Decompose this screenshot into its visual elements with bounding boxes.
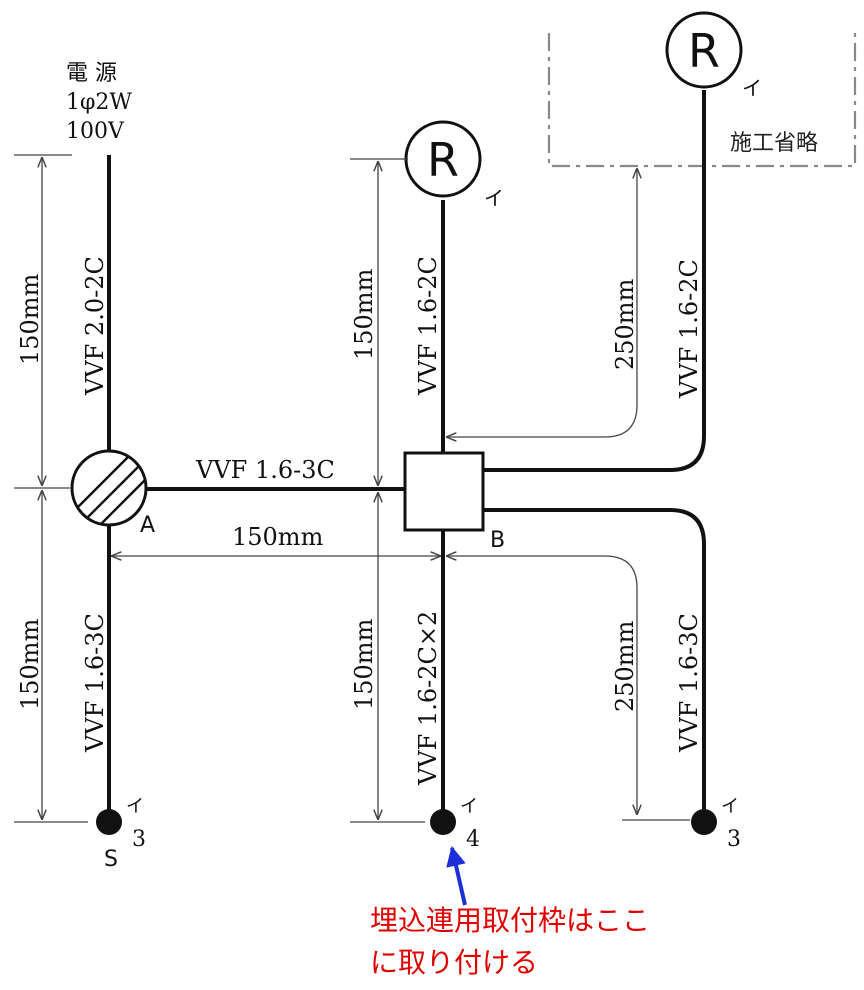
omitted-label: 施工省略: [730, 131, 818, 156]
dim-center-lower: 150mm: [350, 618, 378, 710]
dim-right-lower: 250mm: [611, 620, 639, 712]
note-line-2: に取り付ける: [370, 946, 539, 979]
light-fixture-2: R: [665, 11, 743, 89]
switch-right-tag: イ: [721, 796, 739, 817]
switch-center-num: 4: [466, 827, 480, 852]
svg-text:電 源: 電 源: [66, 61, 117, 86]
switch-right-dot: [691, 809, 717, 835]
cable-label-a-to-switch: VVF 1.6-3C: [81, 613, 109, 753]
svg-text:1φ2W: 1φ2W: [66, 90, 132, 115]
cable-label-a-to-b: VVF 1.6-3C: [195, 456, 335, 484]
power-source-label: 電 源 1φ2W 100V: [66, 61, 132, 144]
light2-symbol: R: [688, 24, 720, 78]
switch-left-tag: イ: [126, 796, 144, 817]
cable-label-b-to-right-switch: VVF 1.6-3C: [675, 613, 703, 753]
switch-right-num: 3: [727, 827, 741, 852]
junction-box-b-label: B: [490, 528, 505, 553]
svg-text:100V: 100V: [66, 119, 125, 144]
note-arrow: [446, 846, 467, 906]
cable-label-source-to-a: VVF 2.0-2C: [81, 256, 109, 396]
cable-label-b-to-center-switch: VVF 1.6-2C×2: [414, 611, 442, 786]
light2-tag: イ: [742, 76, 762, 100]
note-line-1: 埋込連用取付枠はここ: [370, 904, 651, 937]
installation-note: 埋込連用取付枠はここ に取り付ける: [370, 900, 730, 984]
light1-tag: イ: [484, 186, 504, 210]
dim-center-upper: 150mm: [350, 268, 378, 360]
switch-left-num: 3: [132, 827, 146, 852]
dim-left-upper: 150mm: [16, 273, 44, 365]
switch-left-label: S: [104, 847, 118, 872]
switch-center-dot: [430, 809, 456, 835]
junction-a: [70, 449, 148, 527]
junction-box-b: [403, 451, 485, 532]
wire-b-to-light2: [483, 90, 706, 472]
dim-horizontal-ab: 150mm: [232, 523, 324, 551]
cable-label-b-to-light2: VVF 1.6-2C: [675, 259, 703, 399]
dim-left-lower: 150mm: [16, 618, 44, 710]
dimension-lines: [14, 154, 690, 823]
wire-b-to-right-switch: [483, 508, 706, 812]
switch-center-tag: イ: [460, 796, 478, 817]
junction-a-label: A: [140, 513, 155, 538]
cable-label-b-to-light1: VVF 1.6-2C: [414, 256, 442, 396]
dim-right-upper: 250mm: [611, 278, 639, 370]
wires: [107, 90, 706, 812]
light1-symbol: R: [427, 133, 459, 187]
light-fixture-1: R: [404, 120, 482, 198]
switch-left-dot: [96, 809, 122, 835]
